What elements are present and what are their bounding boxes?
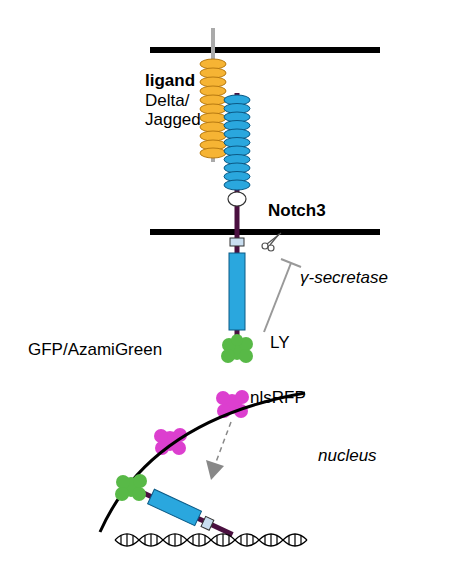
ligand-name-label: Delta/ Jagged xyxy=(145,91,207,129)
reporter-label: GFP/AzamiGreen xyxy=(28,340,198,359)
ligand-molecule xyxy=(200,28,226,162)
nicd-fragment xyxy=(136,484,236,542)
gfp-blob xyxy=(221,334,253,363)
inhibitor-label: LY xyxy=(270,333,310,352)
ligand-label: ligand xyxy=(145,71,235,90)
enzyme-label: γ-secretase xyxy=(300,268,430,287)
nuclear-envelope xyxy=(100,393,305,532)
scissors-symbol xyxy=(262,233,281,251)
reporter-label: nlsRFP xyxy=(250,388,340,407)
rfp-blob xyxy=(154,428,187,455)
import-arrow xyxy=(206,422,231,480)
membrane-bottom xyxy=(150,229,380,235)
gfp-blob xyxy=(115,474,147,501)
notch3-receptor xyxy=(224,93,250,345)
inhibition-line xyxy=(264,259,301,332)
receptor-label: Notch3 xyxy=(268,201,358,220)
compartment-label: nucleus xyxy=(318,446,408,465)
dna-helix xyxy=(115,534,307,546)
membrane-top xyxy=(150,47,380,53)
